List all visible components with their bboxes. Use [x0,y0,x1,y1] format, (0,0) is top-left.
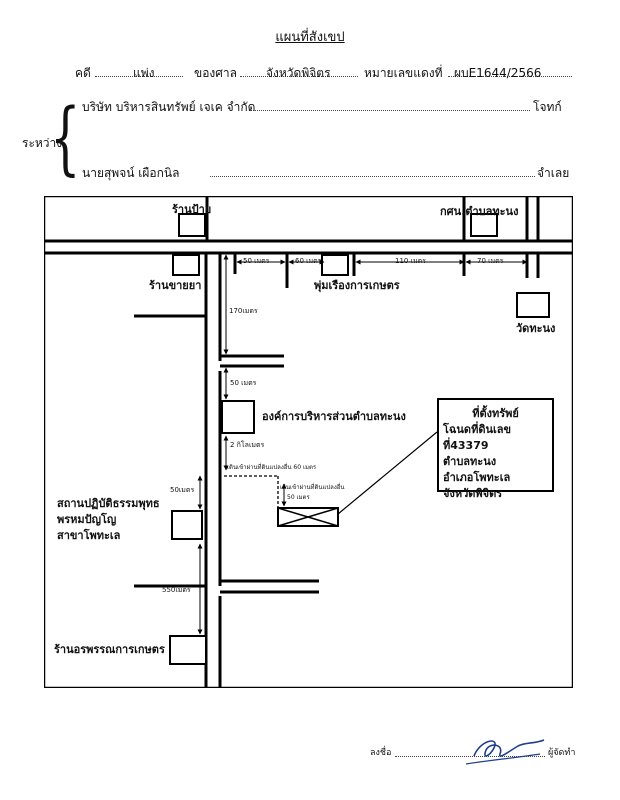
case-number: ผบE1644/2566 [454,66,542,80]
number-line [448,76,572,77]
page-title: แผนที่สังเขป [275,30,345,45]
between-label: ระหว่าง [22,136,63,150]
sign-label: ลงชื่อ [370,748,392,758]
court-name: จังหวัดพิจิตร [266,66,331,80]
dharma-box [171,510,203,540]
defendant-role: จำเลย [537,166,570,180]
dist-2km: 2 กิโลเมตร [230,441,265,449]
plaintiff-role: โจทก์ [533,100,562,114]
defendant-line [210,176,535,177]
label-dharma-2: พรหมปัญโญ [57,513,117,526]
dist-50-mid: 50 เมตร [230,379,257,387]
property-pointer [337,431,438,515]
property-deed: โฉนดที่ดินเลขที่43379 [443,423,511,452]
property-district: อำเภอโพทะเล [443,471,511,484]
signature-line [395,756,545,757]
court-label: ของศาล [194,66,237,80]
label-tao: องค์การบริหารส่วนตำบลทะนง [262,410,406,423]
map-border [43,195,574,689]
dist-path-50-b: 50 เมตร [287,494,310,501]
property-info-box: ที่ตั้งทรัพย์ โฉนดที่ดินเลขที่43379 ตำบล… [437,398,554,500]
dist-110: 110 เมตร [395,257,426,265]
case-type: แพ่ง [133,66,155,80]
case-type-line [95,76,183,77]
property-subdistrict: ตำบลทะนง [443,455,497,468]
temple-box [516,292,550,318]
dist-50-top: 50 เมตร [243,257,270,265]
agri-shop-box [169,635,207,665]
property-heading: ที่ตั้งทรัพย์ [472,407,519,420]
dist-50-left: 50เมตร [170,486,195,494]
tao-box [221,400,255,434]
label-dharma-1: สถานปฏิบัติธรรมพุทธ [57,497,160,510]
dist-550: 550เมตร [162,586,191,594]
court-line [240,76,358,77]
property-province: จังหวัดพิจิตร [443,487,503,500]
dist-path-50-a: เดินเข้าผ่านที่ดินแปลงอื่น [280,484,345,491]
label-temple: วัดทะนง [516,322,556,335]
label-shop-pai: ร้านป้าย [172,203,212,216]
kosor-box [470,213,498,237]
dist-path-60: เดินเข้าผ่านที่ดินแปลงอื่น 60 เมตร [227,464,317,471]
signature-mark [465,739,545,765]
number-label: หมายเลขแดงที่ [364,66,443,80]
label-kosor: กศน.ตำบลทะนง [440,205,519,218]
agri-group-box [321,254,349,276]
map-drawing [43,195,574,689]
dist-70: 70 เมตร [477,257,504,265]
defendant-name: นายสุพจน์ เผือกนิล [82,166,180,180]
pharmacy-box [172,254,200,276]
brace-symbol: { [50,91,81,184]
signature-role: ผู้จัดทำ [548,748,576,758]
sketch-map: ร้านป้าย กศน.ตำบลทะนง ร้านขายยา พุ่มเรือ… [43,195,574,689]
case-label: คดี [75,66,91,80]
shop-pai-box [178,213,206,237]
dist-60-top: 60 เมตร [295,257,322,265]
label-agri-group: พุ่มเรืองการเกษตร [314,279,400,292]
dist-170: 170เมตร [229,307,258,315]
plaintiff-name: บริษัท บริหารสินทรัพย์ เจเค จำกัด [82,100,256,114]
label-agri-shop: ร้านอรพรรณการเกษตร [54,643,165,656]
label-dharma-3: สาขาโพทะเล [57,529,121,542]
plaintiff-line [250,110,530,111]
label-pharmacy: ร้านขายยา [149,279,202,292]
